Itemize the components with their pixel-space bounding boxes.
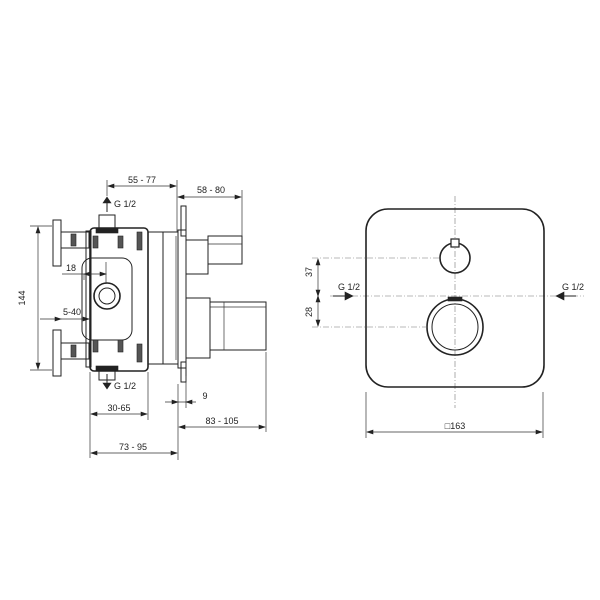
dim-arrowhead	[54, 316, 62, 322]
dim-arrowhead	[169, 183, 177, 189]
dim-5-40: 5-40	[63, 307, 81, 317]
body-slot	[92, 235, 99, 249]
connection-stub-top	[98, 214, 116, 230]
valve-body-lip	[85, 230, 92, 368]
dim-28: 28	[304, 307, 314, 317]
cover-plate-top	[180, 205, 187, 237]
body-slot	[136, 231, 143, 251]
diverter-knob-notch	[450, 238, 460, 248]
flow-arrow-bottom-head	[102, 382, 112, 390]
dim-arrowhead	[99, 271, 107, 277]
body-slot	[92, 339, 99, 353]
dim-144: 144	[17, 290, 27, 305]
bracket-top-arm	[60, 231, 90, 249]
connection-top-label: G 1/2	[114, 199, 136, 209]
dim-arrowhead	[177, 194, 185, 200]
dim-58-80: 58 - 80	[197, 185, 225, 195]
flow-arrow-left-head	[344, 291, 354, 301]
connection-bottom-label: G 1/2	[114, 381, 136, 391]
lower-handle-base	[185, 297, 211, 359]
dim-arrowhead	[535, 429, 543, 435]
dim-arrowhead	[178, 424, 186, 430]
wall-plate	[177, 229, 187, 369]
dim-arrowhead	[83, 271, 91, 277]
bracket-bottom-arm	[60, 342, 90, 360]
dim-arrowhead	[315, 319, 321, 327]
bracket-top-outer	[52, 219, 62, 267]
thermostat-knob-marker	[447, 296, 463, 302]
dim-arrowhead	[315, 295, 321, 303]
upper-handle-base	[185, 239, 209, 275]
body-slot	[117, 235, 124, 249]
side-view: G 1/2 G 1/2 55 - 77 58 - 80	[17, 175, 267, 460]
connection-right-label: G 1/2	[562, 282, 584, 292]
dim-arrowhead	[35, 362, 41, 370]
dim-arrowhead	[171, 399, 179, 405]
dim-arrowhead	[185, 399, 193, 405]
thermostat-knob-inner	[431, 303, 479, 351]
cover-plate-bottom	[180, 361, 187, 383]
dim-30-65: 30-65	[107, 403, 130, 413]
cover-plate	[365, 208, 545, 388]
lower-handle	[209, 301, 267, 351]
dim-arrowhead	[90, 450, 98, 456]
body-slot	[117, 339, 124, 353]
bracket-bottom-outer	[52, 329, 62, 377]
dim-arrowhead	[140, 411, 148, 417]
connection-nut-top	[95, 227, 119, 234]
valve-body-inner-plate	[81, 257, 133, 341]
bracket-screw	[70, 344, 77, 358]
connection-left-label: G 1/2	[338, 282, 360, 292]
bracket-screw	[70, 233, 77, 247]
dim-arrowhead	[366, 429, 374, 435]
dim-arrowhead	[315, 258, 321, 266]
connection-nut-bottom	[95, 365, 119, 372]
flow-arrow-right-head	[555, 291, 565, 301]
dim-arrowhead	[258, 424, 266, 430]
dim-arrowhead	[170, 450, 178, 456]
dim-9: 9	[202, 391, 207, 401]
flow-arrow-top-head	[102, 196, 112, 204]
dim-55-77: 55 - 77	[128, 175, 156, 185]
dim-163: □163	[445, 421, 465, 431]
dim-73-95: 73 - 95	[119, 442, 147, 452]
dim-37: 37	[304, 267, 314, 277]
front-view: G 1/2 G 1/2 37 28 □163	[304, 196, 584, 438]
valve-port-inner	[98, 287, 116, 305]
dim-arrowhead	[90, 411, 98, 417]
upper-handle	[207, 235, 243, 265]
dim-arrowhead	[234, 194, 242, 200]
valve-port-outer	[93, 282, 121, 310]
dim-arrowhead	[35, 226, 41, 234]
dim-arrowhead	[315, 289, 321, 297]
dim-18: 18	[66, 263, 76, 273]
dim-83-105: 83 - 105	[205, 416, 238, 426]
dim-arrowhead	[107, 183, 115, 189]
body-slot	[136, 343, 143, 363]
dim-arrowhead	[82, 316, 90, 322]
